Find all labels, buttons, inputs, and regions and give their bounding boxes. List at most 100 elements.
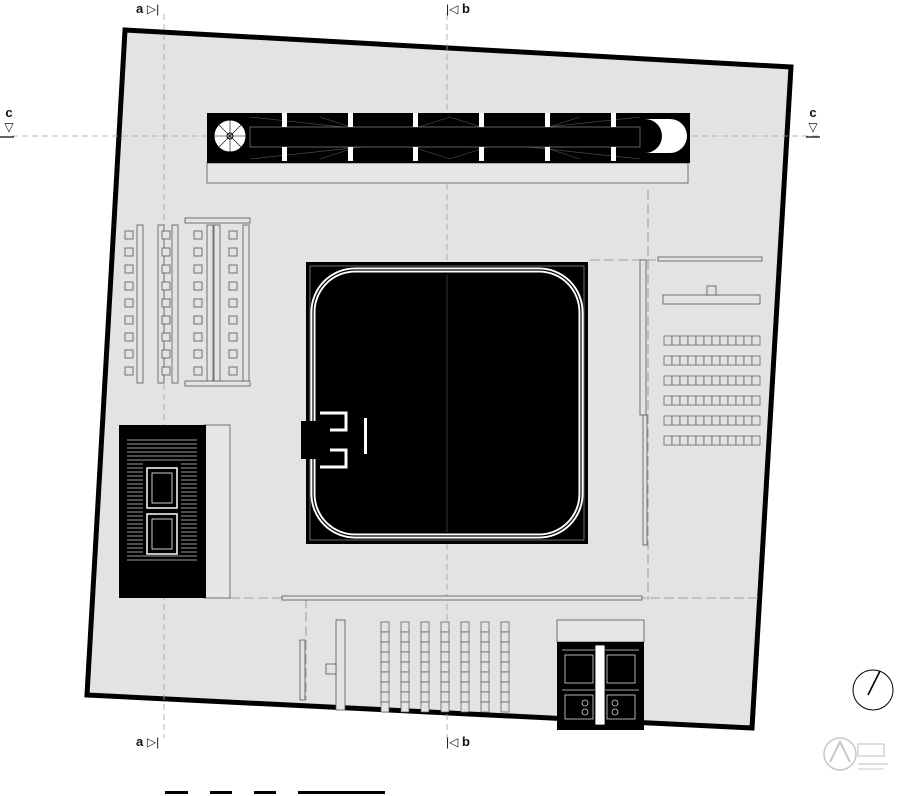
locker-cell bbox=[440, 671, 450, 683]
locker-cell bbox=[695, 395, 705, 406]
section-a-bottom-label: a ▷| bbox=[136, 735, 159, 749]
locker-cell bbox=[703, 355, 713, 366]
section-b-top-letter: b bbox=[461, 1, 470, 16]
locker-cell bbox=[500, 661, 510, 673]
locker-cell bbox=[727, 355, 737, 366]
locker-cell bbox=[380, 661, 390, 673]
locker-cell bbox=[743, 375, 753, 386]
locker-cell bbox=[440, 631, 450, 643]
locker-cell bbox=[480, 641, 490, 653]
locker-cell bbox=[400, 621, 410, 633]
locker-cell bbox=[703, 375, 713, 386]
locker-cell bbox=[480, 621, 490, 633]
locker-cell bbox=[440, 691, 450, 703]
locker-cell bbox=[743, 415, 753, 426]
locker-cell bbox=[663, 395, 673, 406]
locker-cell bbox=[663, 435, 673, 446]
locker-cell bbox=[480, 701, 490, 713]
locker-cell bbox=[480, 691, 490, 703]
locker-cell bbox=[687, 355, 697, 366]
storage-shelves bbox=[124, 217, 251, 387]
section-c-left-marker: ▽ bbox=[4, 120, 14, 134]
locker-cell bbox=[719, 375, 729, 386]
locker-cell bbox=[440, 651, 450, 663]
locker-cell bbox=[400, 631, 410, 643]
locker-cell bbox=[480, 651, 490, 663]
locker-cell bbox=[460, 621, 470, 633]
locker-cell bbox=[420, 621, 430, 633]
locker-cell bbox=[671, 415, 681, 426]
locker-cell bbox=[420, 691, 430, 703]
locker-cell bbox=[500, 621, 510, 633]
locker-cell bbox=[480, 681, 490, 693]
section-b-bottom-letter: b bbox=[461, 734, 470, 749]
section-a-top-marker: ▷| bbox=[146, 2, 160, 16]
locker-cell bbox=[687, 335, 697, 346]
locker-cell bbox=[500, 701, 510, 713]
section-c-right-marker: ▽ bbox=[808, 120, 818, 134]
locker-cell bbox=[440, 681, 450, 693]
locker-cell bbox=[703, 415, 713, 426]
section-b-top-label: |◁ b bbox=[446, 2, 470, 16]
locker-cell bbox=[663, 335, 673, 346]
locker-cell bbox=[679, 355, 689, 366]
locker-cell bbox=[420, 651, 430, 663]
locker-cell bbox=[440, 641, 450, 653]
locker-cell bbox=[400, 671, 410, 683]
locker-cell bbox=[687, 395, 697, 406]
top-corridor bbox=[206, 113, 690, 184]
locker-cell bbox=[420, 641, 430, 653]
locker-cell bbox=[671, 395, 681, 406]
archdaily-watermark-icon bbox=[823, 737, 888, 771]
locker-cell bbox=[440, 701, 450, 713]
locker-cell bbox=[727, 435, 737, 446]
locker-cell bbox=[460, 691, 470, 703]
locker-cell bbox=[687, 435, 697, 446]
locker-cell bbox=[380, 701, 390, 713]
locker-cell bbox=[679, 395, 689, 406]
locker-cell bbox=[380, 651, 390, 663]
locker-cell bbox=[380, 671, 390, 683]
locker-cell bbox=[719, 355, 729, 366]
section-a-top-label: a ▷| bbox=[136, 2, 159, 16]
section-c-right-label: c ▽ bbox=[807, 106, 819, 135]
central-pool bbox=[301, 262, 588, 544]
locker-cell bbox=[727, 415, 737, 426]
locker-cell bbox=[400, 681, 410, 693]
locker-cell bbox=[711, 335, 721, 346]
section-b-top-marker: |◁ bbox=[446, 2, 459, 16]
locker-cell bbox=[440, 661, 450, 673]
right-lockers bbox=[663, 335, 761, 446]
locker-cell bbox=[735, 415, 745, 426]
locker-cell bbox=[711, 355, 721, 366]
locker-cell bbox=[500, 651, 510, 663]
section-b-bottom-label: |◁ b bbox=[446, 735, 470, 749]
locker-cell bbox=[420, 631, 430, 643]
locker-cell bbox=[743, 335, 753, 346]
locker-cell bbox=[727, 335, 737, 346]
locker-cell bbox=[380, 681, 390, 693]
locker-cell bbox=[671, 355, 681, 366]
locker-cell bbox=[460, 651, 470, 663]
locker-cell bbox=[380, 621, 390, 633]
locker-cell bbox=[743, 395, 753, 406]
locker-cell bbox=[671, 375, 681, 386]
locker-cell bbox=[663, 415, 673, 426]
locker-cell bbox=[400, 661, 410, 673]
locker-cell bbox=[500, 671, 510, 683]
locker-cell bbox=[460, 631, 470, 643]
section-c-left-letter: c bbox=[5, 105, 13, 120]
locker-cell bbox=[695, 375, 705, 386]
locker-cell bbox=[751, 355, 761, 366]
locker-cell bbox=[703, 435, 713, 446]
locker-cell bbox=[440, 621, 450, 633]
locker-cell bbox=[687, 375, 697, 386]
locker-cell bbox=[500, 681, 510, 693]
locker-cell bbox=[480, 631, 490, 643]
locker-cell bbox=[460, 681, 470, 693]
locker-cell bbox=[735, 335, 745, 346]
locker-cell bbox=[400, 651, 410, 663]
locker-cell bbox=[711, 375, 721, 386]
locker-cell bbox=[719, 395, 729, 406]
